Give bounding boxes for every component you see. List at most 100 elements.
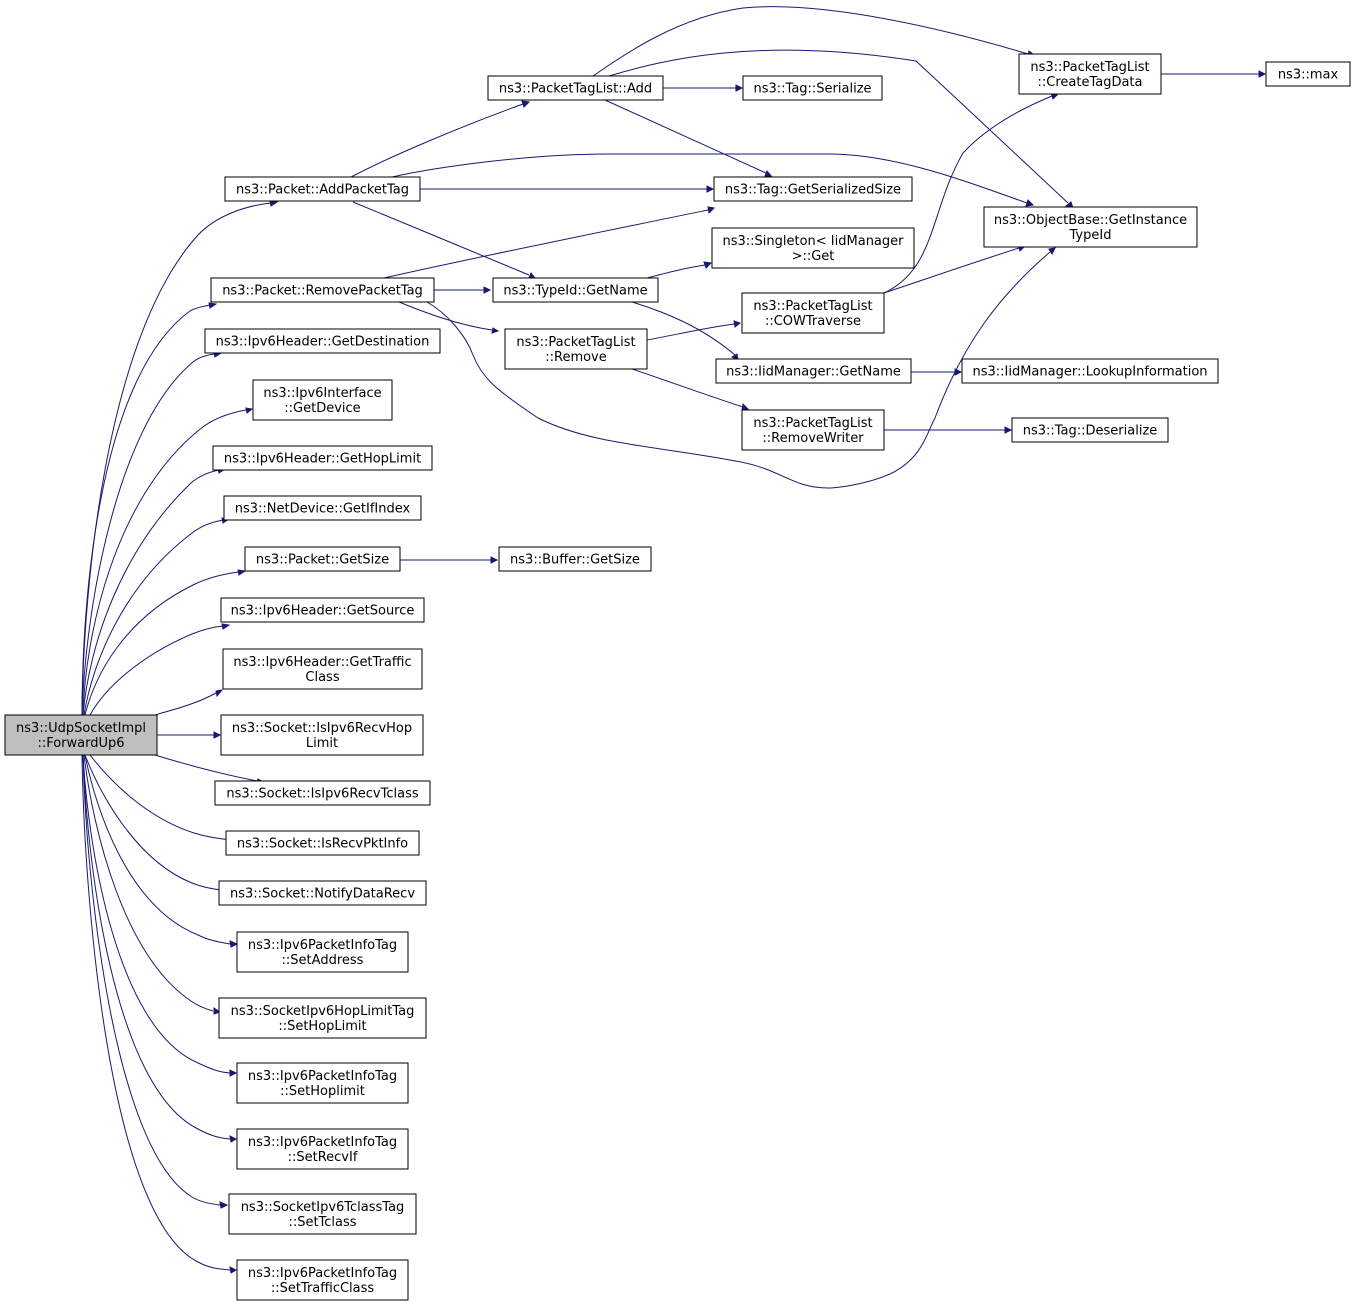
edge-typeid_get_name-iidmanager_get_name — [631, 301, 739, 361]
node-pktinfo-set-recvif[interactable]: ns3::Ipv6PacketInfoTag::SetRecvIf — [236, 1128, 409, 1170]
node-hoplimit-tag-set-hop-limit[interactable]: ns3::SocketIpv6HopLimitTag::SetHopLimit — [218, 997, 427, 1039]
edge-line — [631, 301, 736, 356]
node-label: ns3::Tag::Deserialize — [1023, 424, 1158, 439]
node-box — [983, 206, 1198, 248]
edge-line — [604, 99, 767, 174]
node-netdevice-get-ifindex[interactable]: ns3::NetDevice::GetIfIndex — [223, 495, 422, 521]
node-pktinfo-set-traffic-class[interactable]: ns3::Ipv6PacketInfoTag::SetTrafficClass — [236, 1259, 409, 1301]
edge-line — [82, 469, 220, 716]
node-ipv6-get-hop-limit[interactable]: ns3::Ipv6Header::GetHopLimit — [212, 445, 433, 471]
edge-root-ipv6_get_hop_limit — [82, 467, 227, 716]
edge-remove_packet_tag-tag_get_serialized_size — [383, 206, 716, 279]
node-label: ns3::Tag::GetSerializedSize — [725, 183, 901, 198]
edge-line — [82, 754, 231, 1074]
edge-line — [81, 304, 211, 716]
edge-line — [154, 692, 217, 716]
node-label: ::RemoveWriter — [762, 431, 864, 446]
node-label: ns3::PacketTagList::Add — [499, 82, 652, 97]
node-socket-is-recv-tclass[interactable]: ns3::Socket::IsIpv6RecvTclass — [214, 780, 431, 806]
node-label: ns3::Ipv6PacketInfoTag — [248, 1069, 397, 1084]
arrowhead-icon — [245, 407, 254, 414]
arrowhead-icon — [491, 327, 500, 334]
edge-line — [350, 103, 524, 178]
node-label: ::SetHoplimit — [280, 1084, 365, 1099]
edge-line — [398, 301, 493, 331]
node-ns3-max[interactable]: ns3::max — [1265, 61, 1351, 87]
node-box — [236, 931, 409, 973]
edge-tag_list_add-tag_serialize — [662, 84, 744, 92]
node-label: ::SetAddress — [282, 953, 364, 968]
node-pktinfo-set-address[interactable]: ns3::Ipv6PacketInfoTag::SetAddress — [236, 931, 409, 973]
edge-tag_list_add-tag_get_serialized_size — [604, 99, 774, 178]
node-box — [204, 328, 441, 354]
node-tag-serialize[interactable]: ns3::Tag::Serialize — [742, 75, 883, 101]
node-box — [1011, 417, 1169, 443]
node-iidmanager-get-name[interactable]: ns3::IidManager::GetName — [715, 358, 912, 384]
node-tag-list-remove-writer[interactable]: ns3::PacketTagList::RemoveWriter — [741, 409, 885, 451]
node-tag-list-remove[interactable]: ns3::PacketTagList::Remove — [504, 328, 648, 370]
node-box — [715, 358, 912, 384]
edge-line — [646, 264, 706, 279]
node-label: ::ForwardUp6 — [37, 736, 124, 751]
node-box — [222, 648, 423, 690]
node-label: ns3::SocketIpv6HopLimitTag — [231, 1004, 415, 1019]
node-label: ns3::IidManager::GetName — [726, 365, 901, 380]
node-tag-list-create-tag-data[interactable]: ns3::PacketTagList::CreateTagData — [1018, 53, 1162, 95]
node-socket-is-recv-pktinfo[interactable]: ns3::Socket::IsRecvPktInfo — [225, 830, 420, 856]
node-remove-packet-tag[interactable]: ns3::Packet::RemovePacketTag — [210, 277, 435, 303]
arrowhead-icon — [208, 302, 218, 309]
node-singleton-get[interactable]: ns3::Singleton< IidManager>::Get — [711, 227, 915, 269]
node-label: ns3::Ipv6Header::GetHopLimit — [224, 452, 421, 467]
arrowhead-icon — [741, 402, 750, 411]
edge-add_packet_tag-tag_get_serialized_size — [419, 185, 715, 193]
edge-line — [383, 209, 709, 279]
arrowhead-icon — [1025, 199, 1035, 207]
node-label: ns3::max — [1278, 68, 1339, 83]
node-ipv6-get-destination[interactable]: ns3::Ipv6Header::GetDestination — [204, 328, 441, 354]
arrowhead-icon — [215, 689, 224, 698]
node-label: ns3::Singleton< IidManager — [722, 234, 904, 249]
node-tag-list-add[interactable]: ns3::PacketTagList::Add — [487, 75, 664, 101]
node-root[interactable]: ns3::UdpSocketImpl::ForwardUp6 — [4, 714, 158, 756]
node-label: ns3::ObjectBase::GetInstance — [994, 213, 1187, 228]
node-tag-list-cow-traverse[interactable]: ns3::PacketTagList::COWTraverse — [741, 292, 885, 334]
node-typeid-get-name[interactable]: ns3::TypeId::GetName — [492, 277, 659, 303]
node-label: ::SetTrafficClass — [271, 1281, 375, 1296]
node-label: ns3::Packet::GetSize — [256, 553, 389, 568]
node-label: ns3::UdpSocketImpl — [16, 721, 146, 736]
node-label: ns3::PacketTagList — [753, 299, 872, 314]
call-nodes: ns3::UdpSocketImpl::ForwardUp6 ns3::Packe… — [4, 53, 1351, 1301]
node-tag-deserialize[interactable]: ns3::Tag::Deserialize — [1011, 417, 1169, 443]
node-label: ns3::Socket::IsIpv6RecvHop — [232, 721, 412, 736]
node-add-packet-tag[interactable]: ns3::Packet::AddPacketTag — [224, 176, 421, 202]
node-tag-get-serialized-size[interactable]: ns3::Tag::GetSerializedSize — [713, 176, 913, 202]
node-packet-get-size[interactable]: ns3::Packet::GetSize — [244, 546, 401, 572]
node-label: ns3::Socket::IsRecvPktInfo — [237, 837, 408, 852]
node-pktinfo-set-hoplimit[interactable]: ns3::Ipv6PacketInfoTag::SetHoplimit — [236, 1062, 409, 1104]
node-box — [236, 1128, 409, 1170]
node-iidmanager-lookup-information[interactable]: ns3::IidManager::LookupInformation — [961, 358, 1219, 384]
node-label: ns3::Ipv6PacketInfoTag — [248, 938, 397, 953]
edge-line — [89, 754, 234, 841]
node-buffer-get-size[interactable]: ns3::Buffer::GetSize — [498, 546, 652, 572]
edge-root-ipv6_get_traffic_class — [154, 689, 224, 716]
node-tclass-tag-set-tclass[interactable]: ns3::SocketIpv6TclassTag::SetTclass — [228, 1193, 417, 1235]
node-ipv6-interface-get-device[interactable]: ns3::Ipv6Interface::GetDevice — [252, 379, 393, 421]
edge-line — [82, 754, 231, 1140]
arrowhead-icon — [219, 1201, 229, 1209]
node-label: ns3::Socket::NotifyDataRecv — [230, 887, 415, 902]
node-box — [498, 546, 652, 572]
node-box — [236, 1259, 409, 1301]
arrowhead-icon — [269, 200, 279, 207]
node-box — [225, 830, 420, 856]
node-socket-notify-data-recv[interactable]: ns3::Socket::NotifyDataRecv — [218, 880, 427, 906]
arrowhead-icon — [1048, 247, 1056, 256]
arrowhead-icon — [237, 569, 247, 576]
node-ipv6-get-source[interactable]: ns3::Ipv6Header::GetSource — [220, 597, 425, 623]
edge-line — [82, 409, 247, 716]
node-label: ::CreateTagData — [1037, 75, 1142, 90]
node-label: Limit — [306, 736, 338, 751]
